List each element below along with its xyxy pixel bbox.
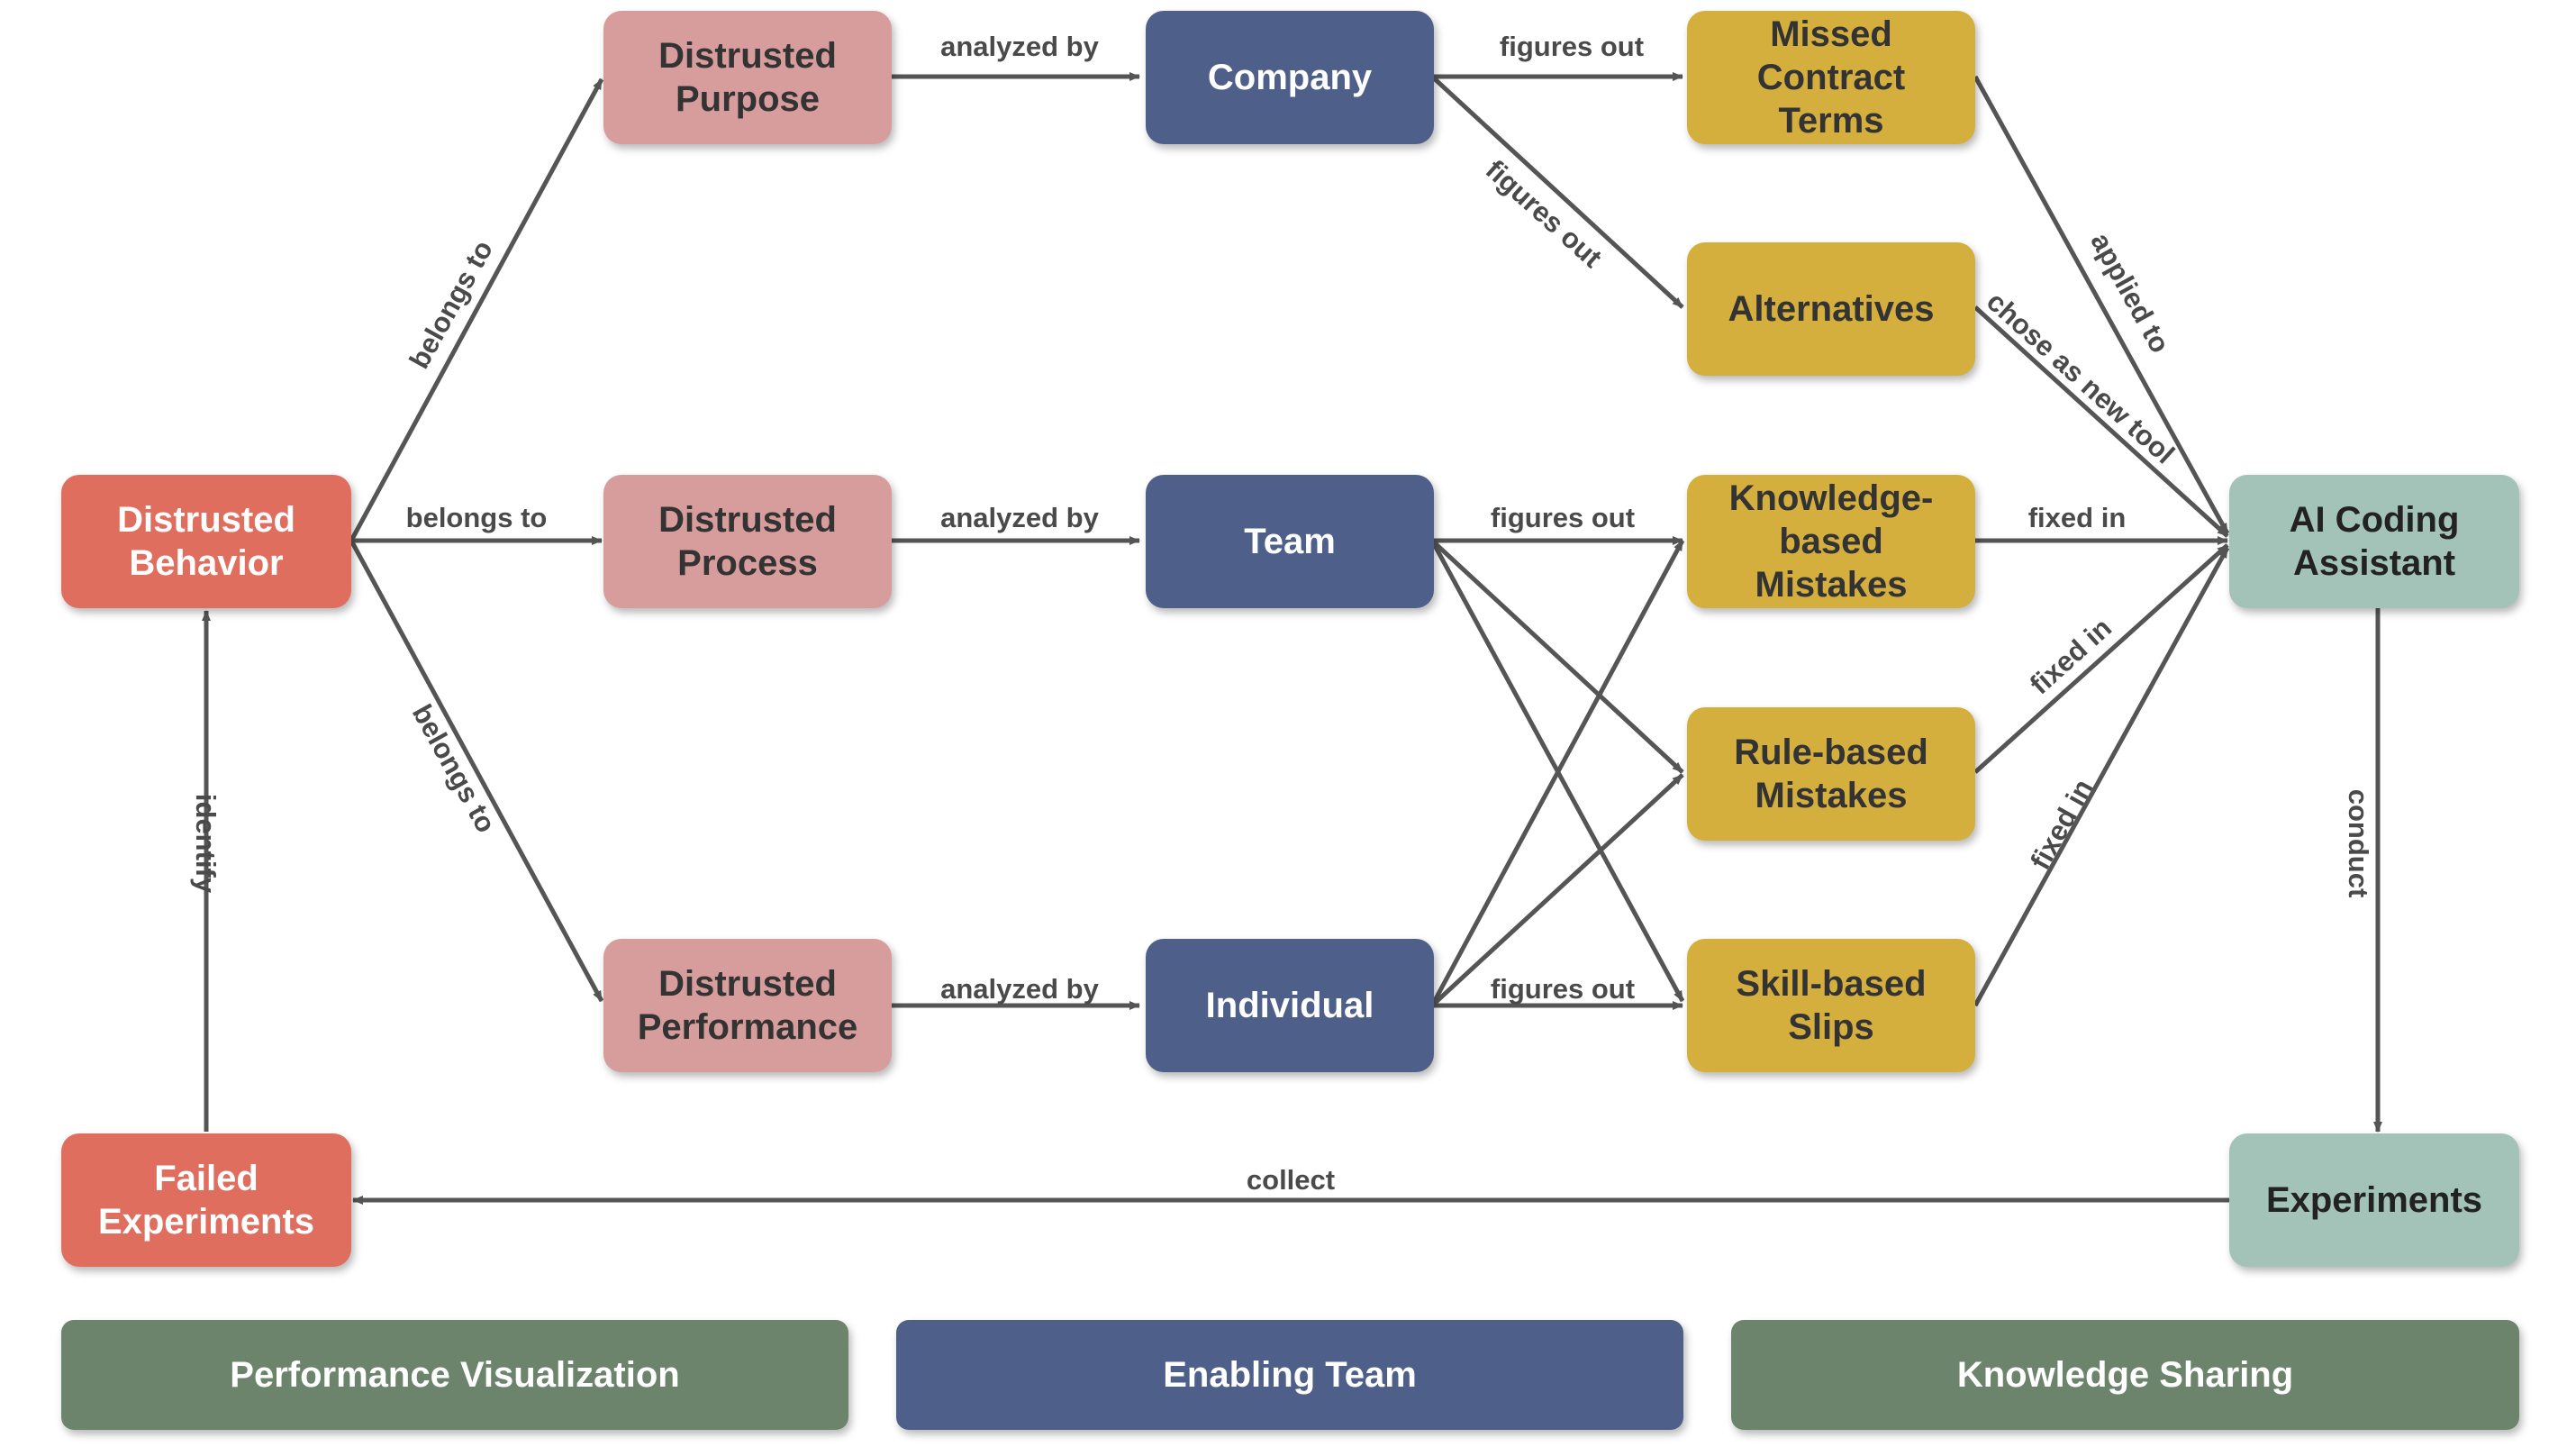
edge-rule-assistant	[1973, 543, 2229, 774]
edge-behavior-performance	[349, 539, 604, 1003]
edge-label-analyzed-by-individual: analyzed by	[940, 973, 1099, 1005]
skill-based-slips-node: Skill-based Slips	[1687, 939, 1975, 1072]
distrusted-purpose-node: Distrusted Purpose	[603, 11, 892, 144]
knowledge-based-mistakes-node: Knowledge- based Mistakes	[1687, 475, 1975, 608]
knowledge-sharing-bar: Knowledge Sharing	[1731, 1320, 2519, 1430]
edge-label-fixed-in-knowledge: fixed in	[2028, 502, 2127, 533]
edge-label-analyzed-by-team: analyzed by	[940, 502, 1099, 533]
edge-missed-assistant	[1973, 75, 2230, 535]
edge-label-belongs-to-performance: belongs to	[406, 699, 503, 838]
edge-team-rule	[1430, 539, 1684, 774]
performance-visualization-bar: Performance Visualization	[61, 1320, 848, 1430]
distrusted-performance-node: Distrusted Performance	[603, 939, 892, 1072]
edge-behavior-purpose	[349, 77, 604, 542]
edge-individual-rule	[1430, 773, 1684, 1007]
edge-label-belongs-to-process: belongs to	[406, 502, 548, 533]
company-node: Company	[1146, 11, 1434, 144]
edge-company-alternatives	[1430, 75, 1684, 309]
alternatives-node: Alternatives	[1687, 242, 1975, 376]
distrusted-process-node: Distrusted Process	[603, 475, 892, 608]
edge-individual-knowledge	[1429, 539, 1685, 1007]
team-node: Team	[1146, 475, 1434, 608]
enabling-team-bar: Enabling Team	[896, 1320, 1683, 1430]
edge-label-figures-out-knowledge: figures out	[1491, 502, 1635, 533]
edge-label-applied-to: applied to	[2084, 227, 2176, 358]
experiments-node: Experiments	[2229, 1133, 2519, 1267]
edge-label-analyzed-by-company: analyzed by	[940, 31, 1099, 62]
edge-label-identify: identify	[190, 794, 222, 894]
ai-coding-assistant-node: AI Coding Assistant	[2229, 475, 2519, 608]
individual-node: Individual	[1146, 939, 1434, 1072]
edge-label-figures-out-missed: figures out	[1500, 31, 1644, 62]
edge-alternatives-assistant	[1973, 305, 2229, 538]
failed-experiments-node: Failed Experiments	[61, 1133, 351, 1267]
edge-label-figures-out-slips: figures out	[1491, 973, 1635, 1005]
edge-label-collect: collect	[1247, 1164, 1335, 1196]
edge-label-figures-out-alternatives: figures out	[1480, 154, 1608, 274]
rule-based-mistakes-node: Rule-based Mistakes	[1687, 707, 1975, 841]
missed-contract-terms-node: Missed Contract Terms	[1687, 11, 1975, 144]
edge-slips-assistant	[1973, 546, 2230, 1007]
distrusted-behavior-node: Distrusted Behavior	[61, 475, 351, 608]
edge-label-conduct: conduct	[2343, 789, 2374, 898]
edge-label-fixed-in-slips: fixed in	[2024, 774, 2099, 875]
